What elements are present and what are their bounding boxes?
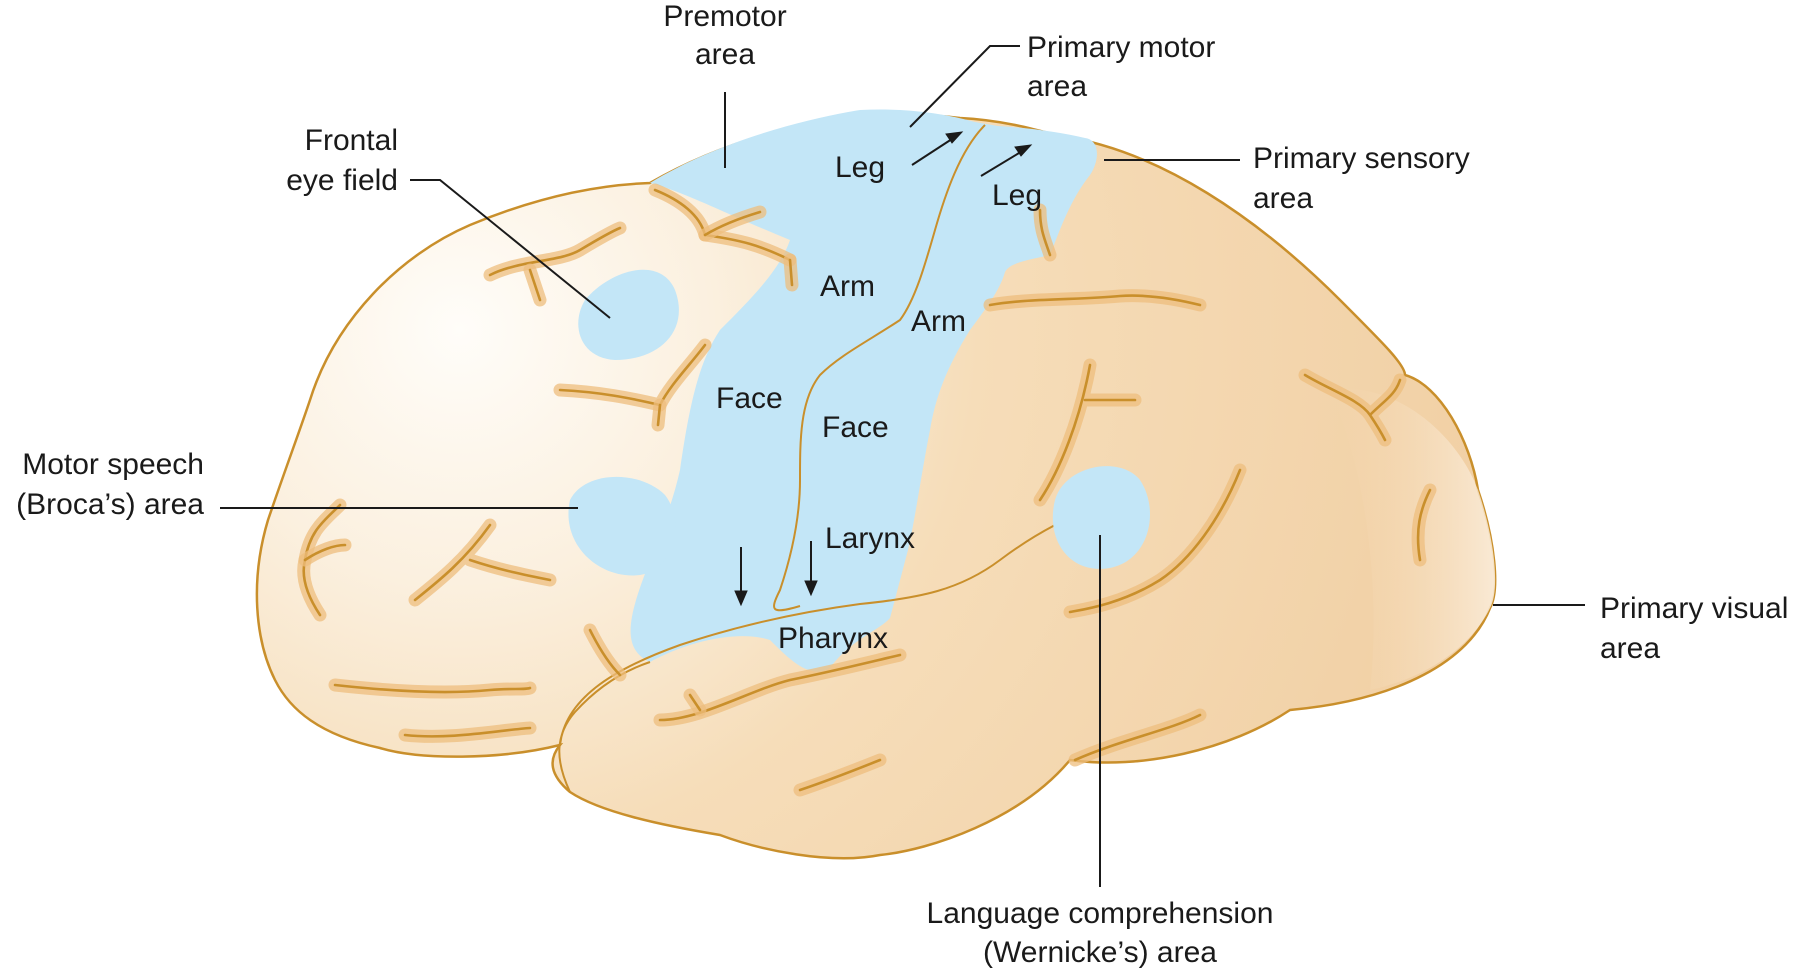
arrows bbox=[734, 131, 1033, 607]
primary-motor-label-line2: area bbox=[1027, 70, 1087, 103]
motor-arm-label: Arm bbox=[820, 270, 875, 303]
motor-sensory-strip bbox=[630, 109, 1097, 672]
motor-speech-label-line2: (Broca’s) area bbox=[16, 488, 204, 521]
sensory-leg-label: Leg bbox=[992, 179, 1042, 212]
premotor-label-line1: Premotor bbox=[663, 0, 786, 33]
frontal-eye-label-line2: eye field bbox=[286, 164, 398, 197]
sensory-larynx-label: Larynx bbox=[825, 522, 915, 555]
primary-motor-label-line1: Primary motor bbox=[1027, 31, 1215, 64]
primary-sensory-label-line1: Primary sensory bbox=[1253, 142, 1470, 175]
frontal-eye-field-area bbox=[578, 269, 679, 360]
wernicke-area bbox=[1052, 466, 1150, 569]
motor-speech-label-line1: Motor speech bbox=[22, 448, 204, 481]
primary-visual-label-line2: area bbox=[1600, 632, 1660, 665]
frontal-eye-label-line1: Frontal bbox=[305, 124, 398, 157]
sensory-face-label: Face bbox=[822, 411, 889, 444]
primary-sensory-label-line2: area bbox=[1253, 182, 1313, 215]
central-sulcus bbox=[773, 124, 986, 612]
premotor-label-line2: area bbox=[695, 38, 755, 71]
broca-area bbox=[568, 476, 676, 576]
motor-face-label: Face bbox=[716, 382, 783, 415]
language-label-line2: (Wernicke’s) area bbox=[983, 936, 1217, 969]
primary-visual-label-line1: Primary visual bbox=[1600, 592, 1788, 625]
motor-leg-label: Leg bbox=[835, 151, 885, 184]
language-label-line1: Language comprehension bbox=[927, 897, 1274, 930]
leader-lines bbox=[220, 45, 1585, 887]
motor-pharynx-label: Pharynx bbox=[778, 622, 888, 655]
sulci bbox=[297, 183, 1437, 797]
sensory-arm-label: Arm bbox=[911, 305, 966, 338]
